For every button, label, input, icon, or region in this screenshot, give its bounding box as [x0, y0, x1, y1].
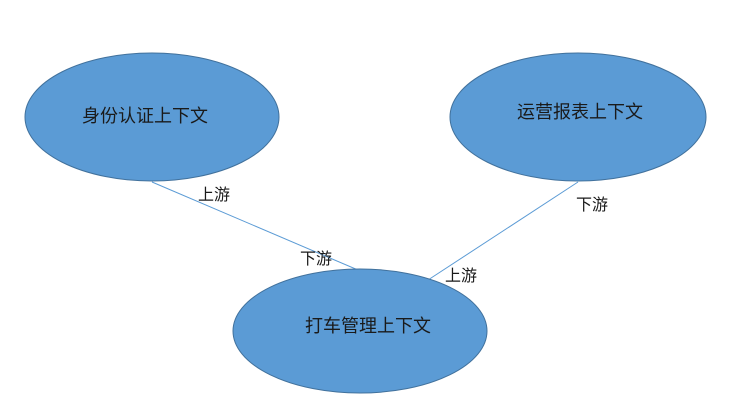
- node-identity-label: 身份认证上下文: [82, 106, 208, 127]
- node-report-ellipse: [449, 52, 707, 182]
- edge-identity-to-taxi: [151, 181, 359, 271]
- edge-report-downstream-label: 下游: [576, 195, 608, 214]
- edge-report-to-taxi: [427, 181, 579, 281]
- node-taxi-label: 打车管理上下文: [305, 316, 431, 337]
- edge-identity-upstream-label: 上游: [198, 185, 230, 204]
- edge-identity-downstream-label: 下游: [300, 249, 332, 268]
- node-taxi-ellipse: [232, 268, 488, 394]
- node-taxi-context: 打车管理上下文: [232, 268, 488, 394]
- node-identity-context: 身份认证上下文: [24, 52, 280, 182]
- node-report-label: 运营报表上下文: [517, 102, 643, 123]
- node-report-context: 运营报表上下文: [449, 52, 707, 182]
- node-identity-ellipse: [24, 52, 280, 182]
- edge-report-upstream-label: 上游: [445, 266, 477, 285]
